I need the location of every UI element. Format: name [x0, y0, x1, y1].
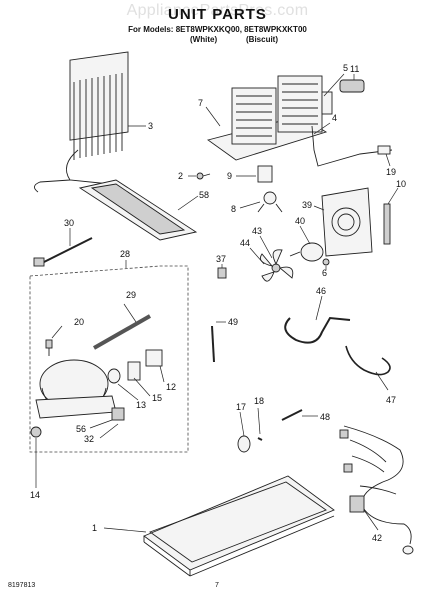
callout-15: 15 [152, 393, 162, 403]
bracket [257, 165, 273, 183]
callout-10: 10 [396, 179, 406, 189]
strip [383, 203, 391, 245]
drain-tube [284, 316, 351, 344]
callout-48: 48 [320, 412, 330, 422]
callout-43: 43 [252, 226, 262, 236]
fan-blade [259, 249, 294, 282]
relay-cover [145, 349, 163, 367]
overload-protector [107, 368, 121, 384]
callout-5: 5 [343, 63, 348, 73]
variant-biscuit: (Biscuit) [246, 35, 278, 44]
callout-3: 3 [148, 121, 153, 131]
capacitor [111, 407, 125, 421]
mounting-screw [45, 339, 53, 356]
thermostat-wire [311, 125, 393, 167]
callout-13: 13 [136, 400, 146, 410]
models-line: For Models: 8ET8WPKXKQ00, 8ET8WPKXKT00 [128, 25, 307, 34]
evaporator-assembly [206, 75, 333, 161]
screw [196, 172, 211, 180]
fastener [217, 267, 227, 279]
footer-page-number: 7 [215, 582, 219, 589]
footer-doc-number: 8197813 [8, 582, 36, 589]
callout-40: 40 [295, 216, 305, 226]
condenser-coil [34, 51, 129, 193]
wiring-harness [339, 425, 414, 555]
callout-7: 7 [198, 98, 203, 108]
compressor [35, 359, 117, 419]
grommet [30, 426, 42, 438]
callout-37: 37 [216, 254, 226, 264]
callout-9: 9 [227, 171, 232, 181]
drain-pan [78, 179, 198, 241]
callout-46: 46 [316, 286, 326, 296]
callout-19: 19 [386, 167, 396, 177]
callout-2: 2 [178, 171, 183, 181]
variant-white: (White) [190, 35, 218, 44]
callout-18: 18 [254, 396, 264, 406]
callout-47: 47 [386, 395, 396, 405]
callout-56: 56 [76, 424, 86, 434]
clip [377, 145, 391, 155]
callout-44: 44 [240, 238, 250, 248]
callout-8: 8 [231, 204, 236, 214]
callout-39: 39 [302, 200, 312, 210]
terminal-block [257, 191, 283, 213]
callout-14: 14 [30, 490, 40, 500]
fan-shroud [321, 187, 373, 257]
callout-32: 32 [84, 434, 94, 444]
callout-1: 1 [92, 523, 97, 533]
connector-pin [281, 409, 303, 421]
nut [322, 258, 330, 266]
wheel-screw [257, 437, 263, 441]
fan-motor [289, 242, 324, 262]
base-plate [143, 475, 335, 577]
callout-11: 11 [350, 64, 359, 74]
callout-12: 12 [166, 382, 176, 392]
cover [339, 79, 365, 93]
page-title: UNIT PARTS [168, 6, 267, 23]
callout-29: 29 [126, 290, 136, 300]
compressor-group-box [29, 265, 189, 453]
callout-30: 30 [64, 218, 74, 228]
callout-49: 49 [228, 317, 238, 327]
wheel [237, 435, 251, 453]
callout-28: 28 [120, 249, 130, 259]
callout-42: 42 [372, 533, 382, 543]
callout-20: 20 [74, 317, 84, 327]
capillary-tube [345, 345, 391, 376]
heater-rod [33, 237, 93, 267]
callout-6: 6 [322, 268, 327, 278]
rod [211, 325, 215, 363]
callout-4: 4 [332, 113, 337, 123]
callout-58: 58 [199, 190, 209, 200]
watermark: AppliancePartsPros.com [126, 2, 309, 19]
callout-17: 17 [236, 402, 246, 412]
suction-tube [93, 314, 151, 350]
start-relay [127, 361, 141, 381]
